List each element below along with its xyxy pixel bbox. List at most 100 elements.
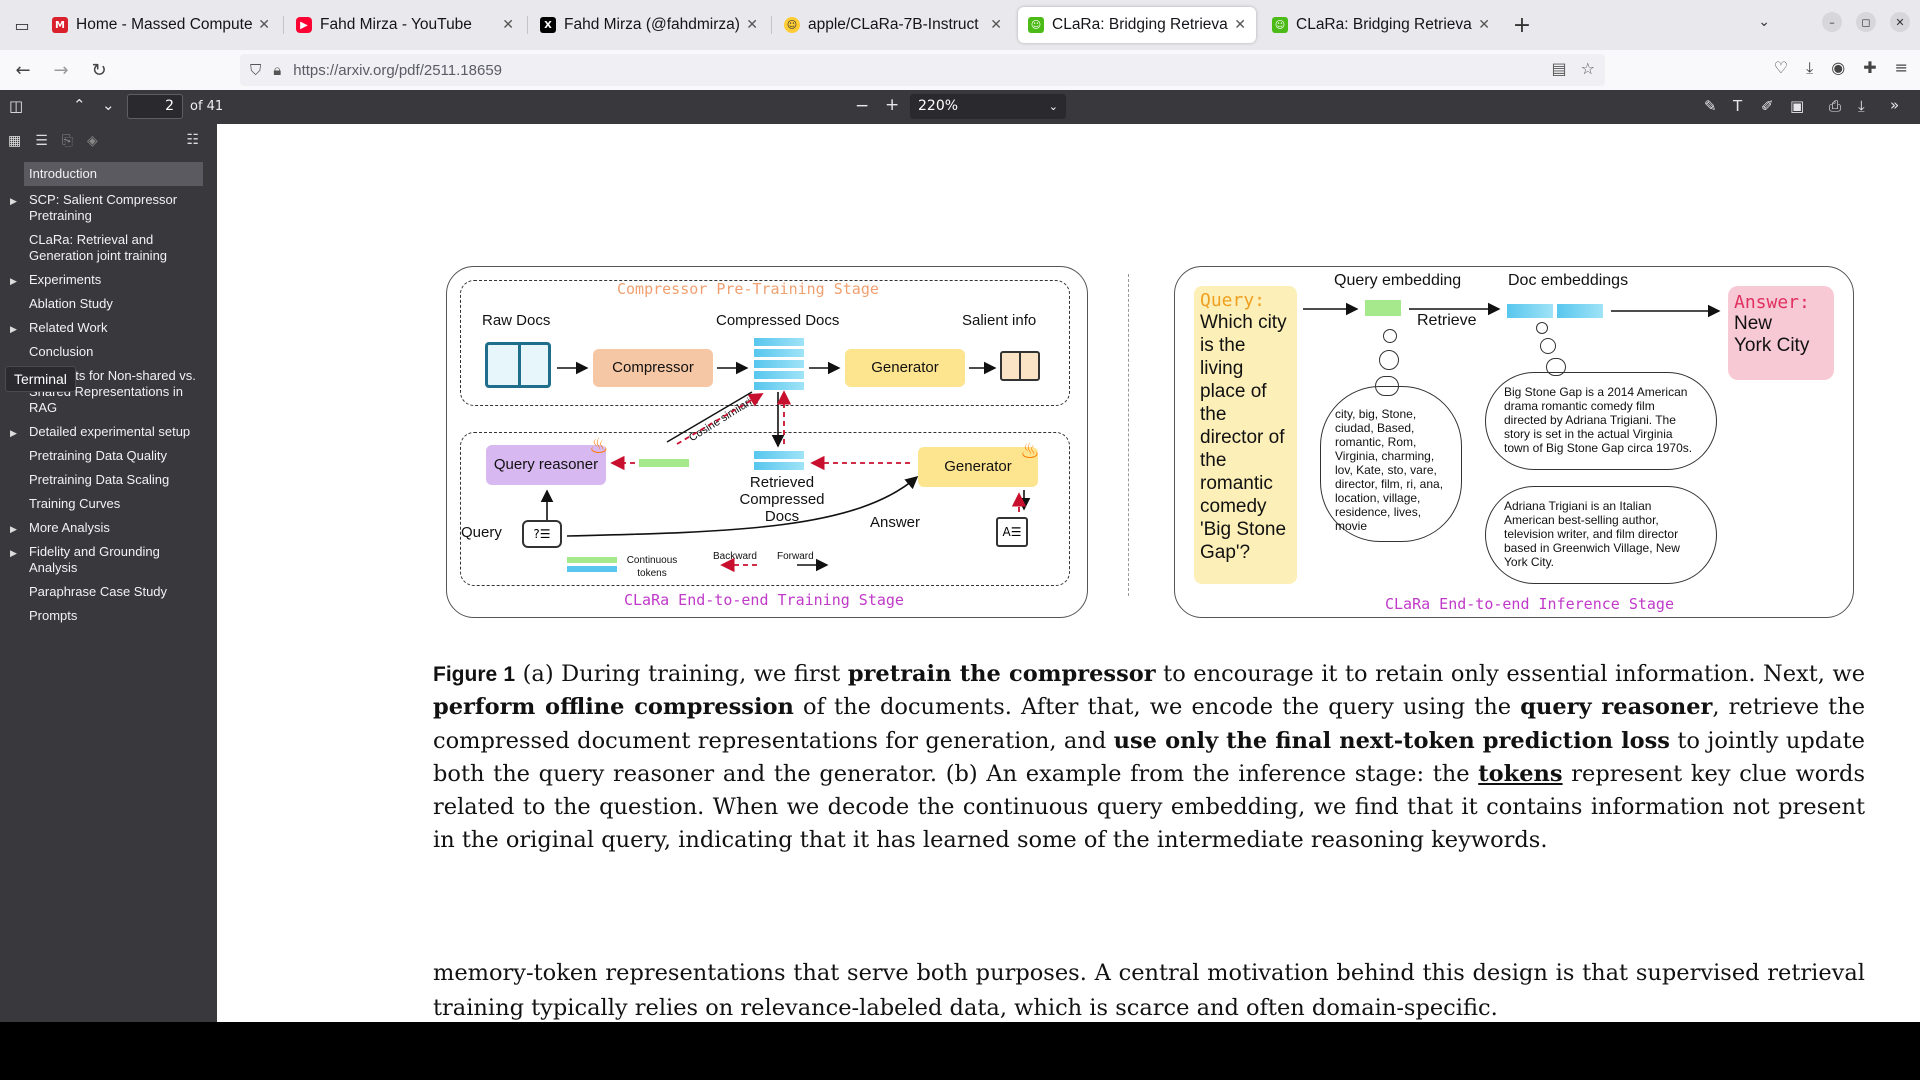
body-paragraph: memory-token representations that serve … [433,960,1865,1021]
zoom-out-icon[interactable]: − [855,96,870,116]
thought-bubble [1540,338,1556,354]
chevron-down-icon[interactable]: ⌄ [1758,14,1770,30]
answer-label: Answer [870,514,921,531]
inference-stage-title: CLaRa End-to-end Inference Stage [1385,595,1674,613]
outline-item[interactable]: Training Curves [29,496,121,511]
e2e-train-box [460,432,1070,586]
tab-2[interactable]: X Fahd Mirza (@fahdmirza) ✕ [530,7,772,43]
firefox-view-button[interactable]: ▭ [14,15,30,35]
outline-item-introduction[interactable]: Introduction [24,162,203,186]
back-arrow-icon[interactable]: ← [15,59,31,81]
tab-strip: ▭ M Home - Massed Compute ✕ ▶ Fahd Mirza… [0,0,1920,50]
query-box: Query: Which city is the living place of… [1194,286,1297,584]
close-icon[interactable]: ✕ [1234,17,1246,33]
minimize-icon[interactable]: – [1822,12,1842,32]
outline-item[interactable]: Pretraining Data Scaling [29,472,170,487]
new-tab-button[interactable]: + [1512,12,1532,38]
tab-title: apple/CLaRa-7B-Instruct [808,16,979,33]
tab-0[interactable]: M Home - Massed Compute ✕ [42,7,284,43]
url-bar[interactable]: ⛉ 🔒︎ https://arxiv.org/pdf/2511.18659 ▤ … [240,54,1605,86]
attachments-icon[interactable]: ⎘ [61,133,73,149]
bookmark-star-icon[interactable]: ☆ [1580,59,1595,78]
outline-item[interactable]: Prompts [29,608,78,623]
outline-item[interactable]: Paraphrase Case Study [29,584,168,599]
maximize-icon[interactable]: ◻ [1856,12,1876,32]
compressor-box: Compressor [593,349,713,387]
outline-item[interactable]: CLaRa: Retrieval and Generation joint tr… [29,232,168,263]
reader-view-icon[interactable]: ▤ [1551,59,1567,78]
outline-item[interactable]: ▶Fidelity and Grounding Analysis [10,544,160,575]
expand-arrow-icon: ▶ [10,428,17,438]
answer-box-label: Answer: [1734,292,1810,313]
window-controls: – ◻ ✕ [1822,12,1910,32]
answer-box: Answer: New York City [1728,286,1834,380]
query-embedding-label: Query embedding [1334,272,1462,289]
pdf-page: Compressor Pre-Training Stage Raw Docs C… [217,124,1920,1022]
thought-bubble [1536,322,1548,334]
outline-item[interactable]: ▶More Analysis [10,520,110,535]
outline-item[interactable]: ▶Related Work [10,320,108,335]
menu-icon[interactable]: ≡ [1894,58,1908,77]
shield-icon[interactable]: ⛉ [250,61,262,79]
close-icon[interactable]: ✕ [502,17,514,33]
query-box-label: Query: [1200,290,1266,311]
book-icon [485,342,551,388]
outline-item[interactable]: Conclusion [29,344,94,359]
reload-icon[interactable]: ↻ [91,59,107,81]
raw-docs-label: Raw Docs [482,312,551,329]
desktop-bottom-bar [0,1022,1920,1080]
url-text[interactable]: https://arxiv.org/pdf/2511.18659 [293,61,502,79]
zoom-in-icon[interactable]: + [885,95,900,115]
tab-title: CLaRa: Bridging Retrieval [1296,16,1473,33]
draw-icon[interactable]: ✐ [1761,97,1774,115]
compressed-docs-label: Compressed Docs [716,312,840,329]
tab-title: CLaRa: Bridging Retrieval [1052,16,1229,33]
thought-bubble [1375,376,1399,396]
chevron-up-icon[interactable]: ⌃ [73,96,86,114]
tab-3[interactable]: ☺ apple/CLaRa-7B-Instruct ✕ [774,7,1012,43]
thumbnails-icon[interactable]: ▦ [8,133,22,149]
answer-box-text: New York City [1734,313,1810,356]
outline-icon[interactable]: ☰ [35,133,48,149]
tab-5[interactable]: ☺ CLaRa: Bridging Retrieval ✕ [1262,7,1500,43]
outline-item[interactable]: Ablation Study [29,296,113,311]
close-icon[interactable]: ✕ [746,17,758,33]
extensions-icon[interactable]: ✚ [1863,58,1877,77]
close-icon[interactable]: ✕ [258,17,270,33]
download-icon[interactable]: ⤓ [1806,58,1814,77]
forward-arrow-icon[interactable]: → [53,59,69,81]
lock-icon[interactable]: 🔒︎ [273,61,282,79]
highlight-icon[interactable]: ✎ [1704,97,1717,115]
account-icon[interactable]: ◉ [1831,58,1846,77]
zoom-value: 220% [918,98,959,114]
zoom-select[interactable]: 220% ⌄ [910,94,1066,119]
outline-item[interactable]: ▶SCP: Salient Compressor Pretraining [10,192,178,223]
image-icon[interactable]: ▣ [1790,97,1805,115]
print-icon[interactable]: ⎙ [1829,97,1842,115]
outline-item[interactable]: Pretraining Data Quality [29,448,168,463]
sidebar-toggle-icon[interactable]: ◫ [9,97,24,115]
outline-options-icon[interactable]: ☷ [186,132,199,148]
close-window-icon[interactable]: ✕ [1890,12,1910,32]
thought-bubble [1383,329,1397,343]
more-tools-icon[interactable]: » [1890,96,1900,114]
tab-title: Home - Massed Compute [76,16,253,33]
legend-forward-label: Forward [777,551,814,562]
thought-bubble [1546,358,1566,376]
pretrain-stage-title: Compressor Pre-Training Stage [617,280,879,298]
legend-tokens-label: Continuous tokens [626,555,678,579]
save-icon[interactable]: ⤓ [1858,97,1865,115]
outline-item[interactable]: ▶Experiments [10,272,102,287]
chevron-down-icon[interactable]: ⌄ [102,96,115,114]
pdf-toolbar: ◫ ⌃ ⌄ 2 of 41 − + 220% ⌄ ✎ T ✐ ▣ ⎙ ⤓ » [0,90,1920,124]
close-icon[interactable]: ✕ [1478,17,1490,33]
page-number-input[interactable]: 2 [127,94,183,119]
tab-4-active[interactable]: ☺ CLaRa: Bridging Retrieval ✕ [1018,7,1256,43]
pocket-icon[interactable]: ♡ [1773,58,1789,77]
close-icon[interactable]: ✕ [990,17,1002,33]
tab-1[interactable]: ▶ Fahd Mirza - YouTube ✕ [286,7,528,43]
outline-item[interactable]: ▶Detailed experimental setup [10,424,191,439]
layers-icon[interactable]: ◈ [87,133,98,149]
text-tool-icon[interactable]: T [1733,97,1743,115]
salient-info-label: Salient info [962,312,1037,329]
